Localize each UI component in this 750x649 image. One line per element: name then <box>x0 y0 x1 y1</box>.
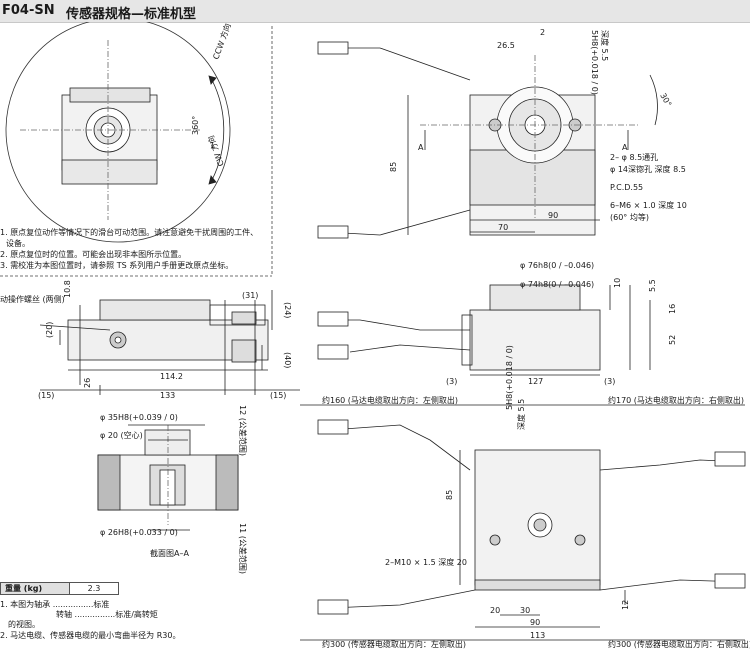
dim-15-left: (15) <box>38 391 54 400</box>
footnote-1b: 转轴 ................标准/高转矩 <box>56 610 158 619</box>
dim-70: 70 <box>498 223 508 232</box>
dim-26: 26 <box>83 378 92 388</box>
top-view <box>317 41 658 239</box>
dim-5-5: 5.5 <box>648 279 657 292</box>
angle-30-label: 30° <box>658 92 673 109</box>
footnote-1c: 的视图。 <box>8 620 40 629</box>
footnote-1: 1. 本图为轴承 ................标准 <box>0 600 110 609</box>
note-3: 3. 需校准为本图位置时，请参照 TS 系列用户手册更改原点坐标。 <box>0 261 234 270</box>
rotation-range-view <box>0 22 273 277</box>
section-mark-a-right: A <box>622 143 628 152</box>
model-code: F04-SN <box>2 3 55 18</box>
dim-114-2: 114.2 <box>160 372 183 381</box>
m6-equal-label: (60° 均等) <box>610 212 649 222</box>
dim-3-right: (3) <box>604 377 615 386</box>
right-sensor-cable: 约300 (传感器电缆取出方向：右侧取出) <box>608 639 750 649</box>
section-caption: 截面图A–A <box>150 548 189 558</box>
note-1b: 设备。 <box>6 239 30 248</box>
screw-label: 动操作螺丝 (两侧) <box>0 294 65 304</box>
dim-2: 2 <box>540 28 545 37</box>
cw-label: CW 方向 <box>206 134 226 168</box>
m6-label: 6–M6 × 1.0 深度 10 <box>610 200 687 210</box>
title-bar: F04-SN 传感器规格—标准机型 <box>0 0 750 23</box>
section-mark-a-left: A <box>418 143 424 152</box>
note-1: 1. 原点复位动作等情况下的滑台可动范围。请注意避免干扰周围的工件、 <box>0 228 259 237</box>
front-view <box>317 284 651 376</box>
dim-90-top: 90 <box>548 211 558 220</box>
dim-133: 133 <box>160 391 175 400</box>
dim-52: 52 <box>668 335 677 345</box>
section-aa <box>97 424 239 531</box>
left-motor-cable: 约160 (马达电缆取出方向：左侧取出) <box>322 395 458 405</box>
m10-label: 2–M10 × 1.5 深度 20 <box>385 557 467 567</box>
dim-5h8-bottom: 5H8(+0.018 / 0) <box>505 345 514 410</box>
section-range-12: 12 (公差范围) <box>238 405 248 456</box>
angle-360-label: 360° <box>191 116 200 135</box>
left-sensor-cable: 约300 (传感器电缆取出方向：左侧取出) <box>322 639 466 649</box>
side-view <box>39 290 300 395</box>
footnote-2: 2. 马达电缆、传感器电缆的最小弯曲半径为 R30。 <box>0 631 181 640</box>
dim-d76: φ 76h8(0 / –0.046) <box>520 261 594 270</box>
dim-12: 12 <box>621 600 630 610</box>
dim-16: 16 <box>668 304 677 314</box>
dim-depth-5-5: 深度 5.5 <box>600 30 610 61</box>
weight-table: 重量 (kg) 2.3 <box>0 582 119 595</box>
weight-label: 重量 (kg) <box>0 582 70 595</box>
dim-85-bottom: 85 <box>445 490 454 500</box>
dim-90-bottom: 90 <box>530 618 540 627</box>
dim-15-right: (15) <box>270 391 286 400</box>
section-d35: φ 35H8(+0.039 / 0) <box>100 413 178 422</box>
dim-24: (24) <box>283 302 292 318</box>
dim-5h8: 5H8(+0.018 / 0) <box>590 30 599 95</box>
dim-26-5: 26.5 <box>497 41 515 50</box>
mark-1-label: 1 <box>210 141 215 150</box>
pcd-label: P.C.D.55 <box>610 183 643 192</box>
dim-d74: φ 74h8(0 / –0.046) <box>520 280 594 289</box>
page-title: 传感器规格—标准机型 <box>66 7 197 22</box>
dim-113: 113 <box>530 631 545 640</box>
dim-40: (40) <box>283 352 292 368</box>
dim-10: 10 <box>613 278 622 288</box>
dim-30: 30 <box>520 606 530 615</box>
dim-31: (31) <box>242 291 258 300</box>
hole-counterbore: φ 14深锪孔 深度 8.5 <box>610 164 686 174</box>
right-motor-cable: 约170 (马达电缆取出方向：右侧取出) <box>608 395 744 405</box>
dim-20: (20) <box>45 322 54 338</box>
dim-85-top: 85 <box>389 162 398 172</box>
hole-through: 2– φ 8.5通孔 <box>610 152 658 162</box>
dim-depth-bottom: 深度 5.5 <box>516 399 526 430</box>
section-d20: φ 20 (空心) <box>100 430 143 440</box>
note-2: 2. 原点复位时的位置。可能会出现非本图所示位置。 <box>0 250 187 259</box>
dim-10-8: 10.8 <box>63 280 72 298</box>
dim-127: 127 <box>528 377 543 386</box>
section-d26: φ 26H8(+0.033 / 0) <box>100 528 178 537</box>
section-range-11: 11 (公差范围) <box>238 523 248 574</box>
technical-drawing: CCW 方向 CW 方向 360° 1 动操作螺丝 (两侧) (20) 10.8… <box>0 22 750 649</box>
dim-3-left: (3) <box>446 377 457 386</box>
weight-value: 2.3 <box>69 582 119 595</box>
bottom-view <box>300 404 746 641</box>
ccw-label: CCW 方向 <box>210 22 232 61</box>
dim-20-bottom: 20 <box>490 606 500 615</box>
